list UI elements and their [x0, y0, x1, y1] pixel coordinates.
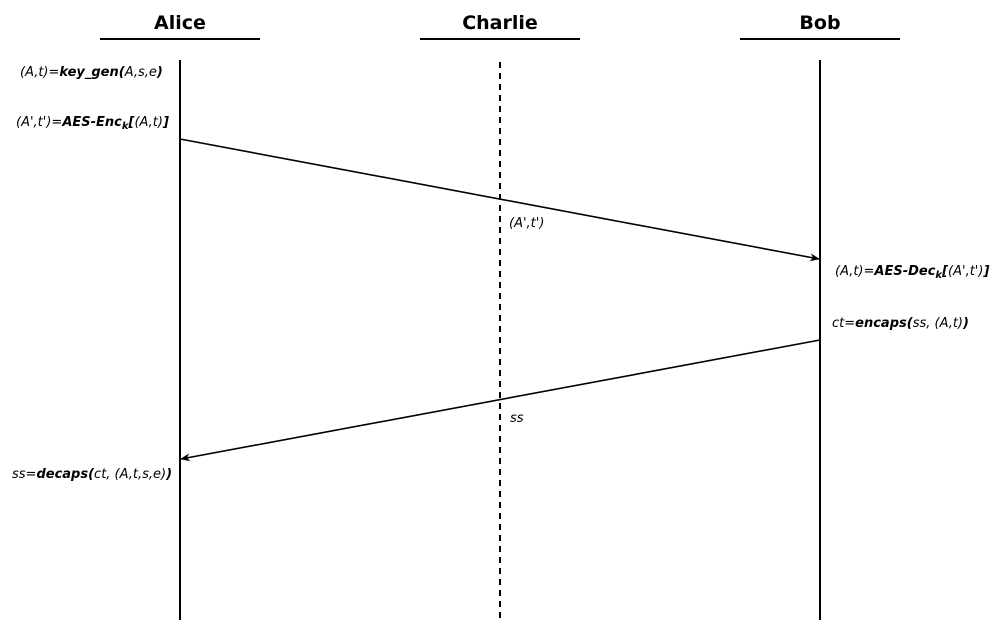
note-bob-dec: (A,t)=AES-Deck[(A',t')]	[835, 264, 989, 281]
message-arrow-bob-to-alice	[180, 339, 821, 462]
note-func: AES-Enc	[62, 115, 122, 130]
note-alice-enc: (A',t')=AES-Enck[(A,t)]	[16, 115, 169, 132]
note-lhs: (A,t)=	[835, 264, 875, 279]
message-label-alice-to-bob: (A',t')	[509, 216, 545, 231]
note-open: [	[128, 115, 135, 130]
note-subscript: k	[935, 270, 943, 281]
note-lhs: (A',t')=	[16, 115, 63, 130]
note-alice-decaps: ss=decaps(ct, (A,t,s,e))	[12, 467, 172, 482]
note-lhs: ct=	[832, 316, 856, 331]
note-open: [	[942, 264, 949, 279]
note-args: (A,t)	[134, 115, 163, 130]
note-args: ct, (A,t,s,e)	[94, 467, 167, 482]
note-close: )	[166, 467, 173, 482]
note-args: (A',t')	[948, 264, 984, 279]
note-close: )	[156, 65, 163, 80]
note-func: AES-Dec	[874, 264, 936, 279]
participant-bob: Bob	[799, 12, 841, 34]
note-lhs: (A,t)=	[20, 65, 60, 80]
note-subscript: k	[121, 121, 129, 132]
note-func: encaps(	[855, 316, 913, 331]
participant-charlie: Charlie	[462, 12, 538, 34]
note-alice-keygen: (A,t)=key_gen(A,s,e)	[20, 65, 163, 80]
note-func: decaps(	[36, 467, 95, 482]
note-bob-encaps: ct=encaps(ss, (A,t))	[832, 316, 969, 331]
note-close: ]	[983, 264, 990, 279]
note-lhs: ss=	[12, 467, 37, 482]
message-label-bob-to-alice: ss	[510, 411, 524, 426]
note-args: ss, (A,t)	[912, 316, 964, 331]
note-close: ]	[162, 115, 169, 130]
note-close: )	[963, 316, 969, 331]
note-args: A,s,e	[124, 65, 157, 80]
participant-alice: Alice	[154, 12, 206, 34]
message-arrow-alice-to-bob	[179, 138, 820, 262]
note-func: key_gen(	[59, 65, 125, 80]
